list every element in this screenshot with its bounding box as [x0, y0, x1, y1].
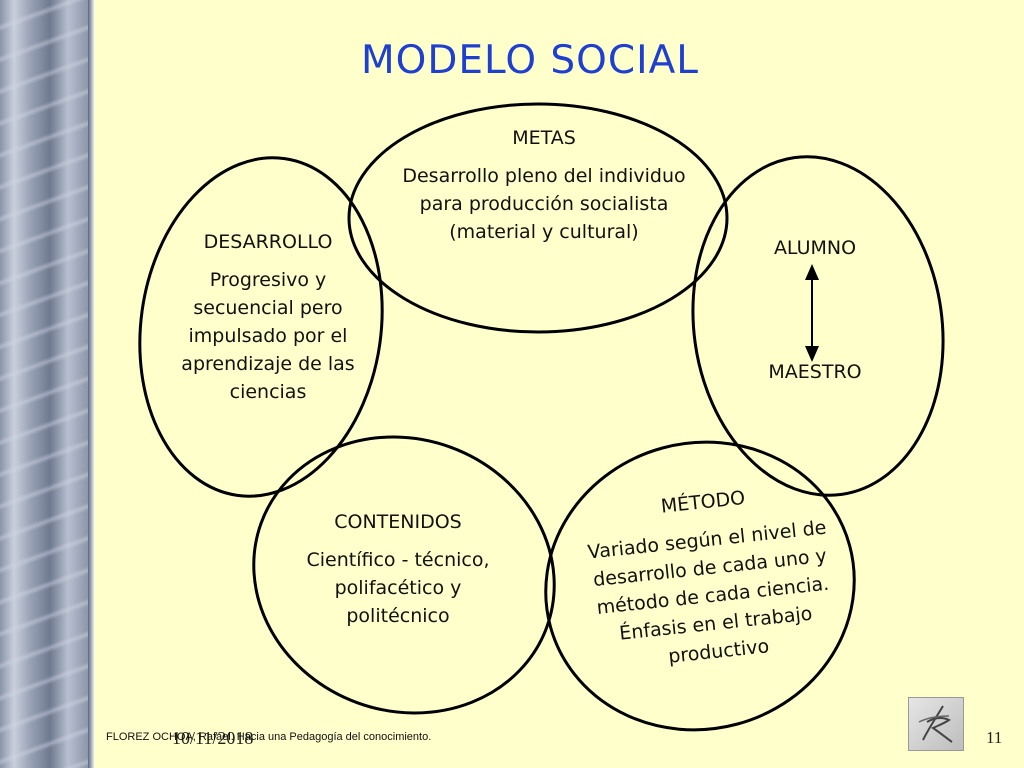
contenidos-heading: CONTENIDOS — [334, 511, 462, 533]
decorative-left-bar-edge — [88, 0, 94, 768]
contenidos-node: CONTENIDOS Científico - técnico, polifac… — [283, 508, 513, 630]
desarrollo-ellipse — [138, 156, 384, 498]
relacion-ellipse — [691, 155, 945, 497]
slide-date: 10/11/2018 — [172, 728, 254, 748]
metodo-body: Variado según el nivel de desarrollo de … — [586, 516, 831, 668]
contenidos-body: Científico - técnico, polifacético y pol… — [306, 549, 490, 627]
maestro-label: MAESTRO — [768, 361, 862, 383]
metas-heading: METAS — [512, 127, 576, 149]
decorative-left-bar — [0, 0, 88, 768]
desarrollo-body: Progresivo y secuencial pero impulsado p… — [181, 269, 355, 403]
signature-logo-icon — [908, 697, 964, 751]
desarrollo-node: DESARROLLO Progresivo y secuencial pero … — [173, 228, 363, 406]
metas-body: Desarrollo pleno del individuo para prod… — [402, 165, 686, 243]
slide-credit: FLOREZ OCHOA, Rafael. Hacia una Pedagogí… — [106, 731, 432, 743]
metodo-node: MÉTODO Variado según el nivel de desarro… — [561, 474, 860, 681]
double-arrow-icon — [805, 264, 819, 362]
slide-title: MODELO SOCIAL — [360, 38, 700, 83]
metas-ellipse — [347, 102, 729, 334]
metodo-ellipse — [544, 440, 856, 732]
contenidos-ellipse — [252, 435, 556, 715]
page-number: 11 — [986, 728, 1003, 747]
alumno-label: ALUMNO — [773, 237, 857, 259]
desarrollo-heading: DESARROLLO — [203, 231, 333, 253]
metas-node: METAS Desarrollo pleno del individuo par… — [394, 124, 694, 246]
